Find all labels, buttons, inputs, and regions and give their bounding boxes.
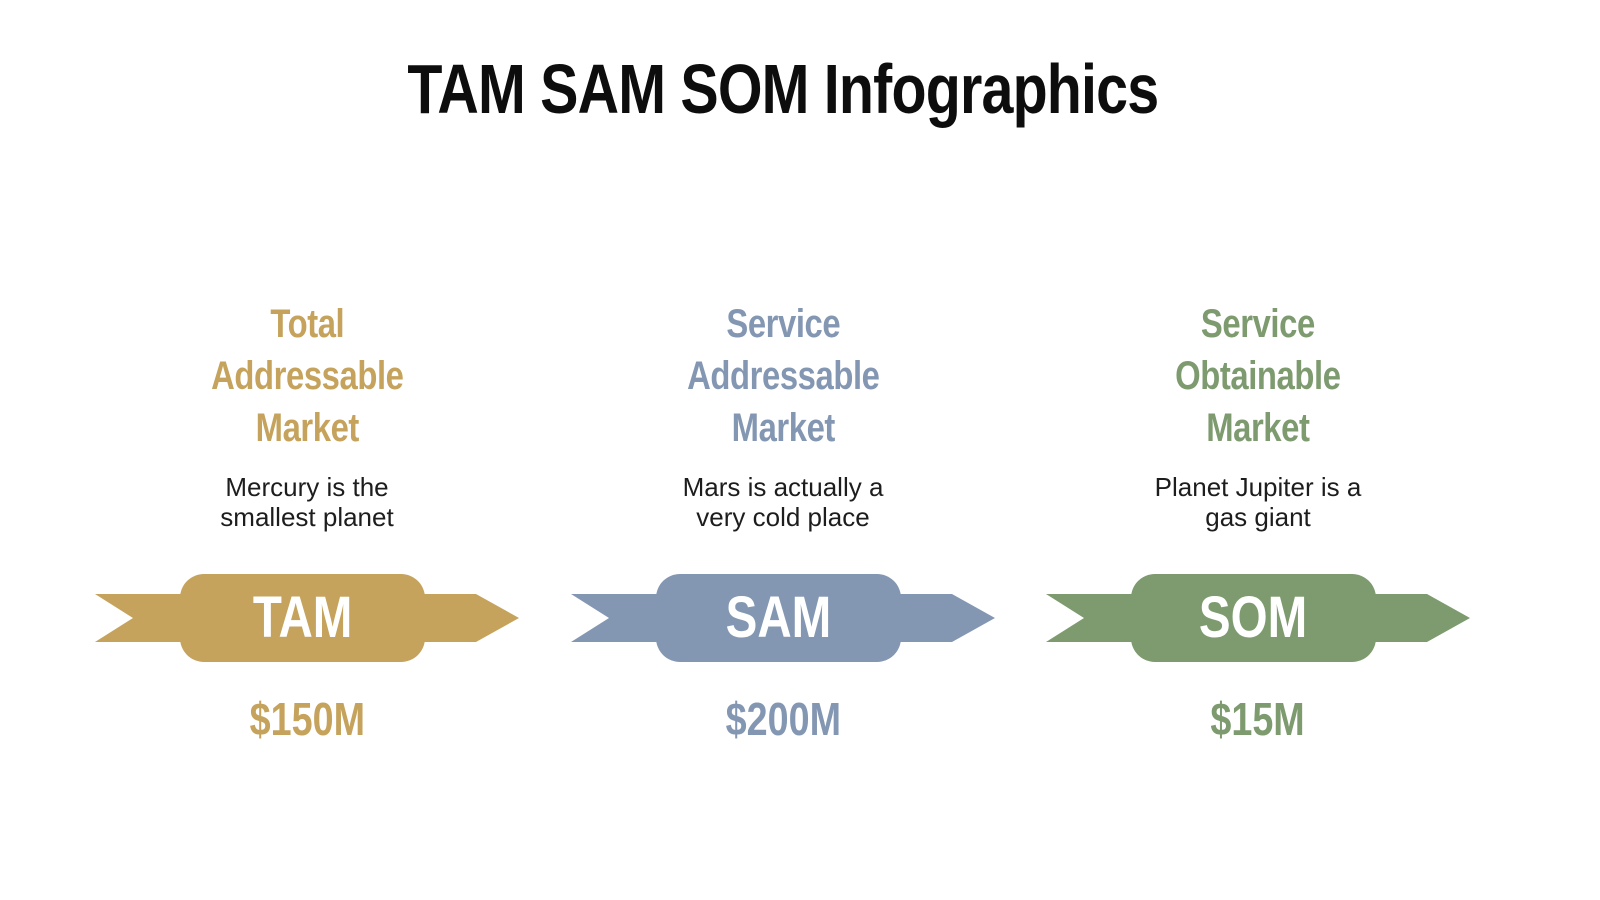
column-heading-text: Service Addressable Market xyxy=(686,302,880,450)
ribbon-body-shape xyxy=(1131,574,1376,662)
ribbon-banner-graphic xyxy=(571,574,995,662)
banner-label-box: SOM xyxy=(1131,574,1376,662)
page-title-text: TAM SAM SOM Infographics xyxy=(407,50,1160,128)
sam-ribbon-banner: SAM xyxy=(571,574,995,662)
banner-label-box: TAM xyxy=(180,574,425,662)
market-value: $150M xyxy=(95,694,519,744)
banner-label-box: SAM xyxy=(656,574,901,662)
column-description: Mercury is the smallest planet xyxy=(220,472,394,532)
market-value-text: $150M xyxy=(249,693,365,745)
column-som: Service Obtainable Market Planet Jupiter… xyxy=(1046,246,1470,744)
column-heading: Service Obtainable Market xyxy=(1046,246,1470,454)
market-value: $15M xyxy=(1046,694,1470,744)
som-ribbon-banner: SOM xyxy=(1046,574,1470,662)
market-value-text: $200M xyxy=(725,693,841,745)
column-heading-text: Service Obtainable Market xyxy=(1175,302,1341,450)
column-sam: Service Addressable Market Mars is actua… xyxy=(571,246,995,744)
ribbon-banner-graphic xyxy=(95,574,519,662)
banner-label: SOM xyxy=(1199,585,1308,650)
ribbon-banner-graphic xyxy=(1046,574,1470,662)
column-description: Mars is actually a very cold place xyxy=(682,472,884,532)
banner-label: TAM xyxy=(252,585,353,650)
column-heading-text: Total Addressable Market xyxy=(210,302,404,450)
banner-label: SAM xyxy=(725,585,832,650)
market-value-text: $15M xyxy=(1210,693,1306,745)
tam-ribbon-banner: TAM xyxy=(95,574,519,662)
market-value: $200M xyxy=(571,694,995,744)
column-heading: Total Addressable Market xyxy=(95,246,519,454)
column-description: Planet Jupiter is a gas giant xyxy=(1154,472,1362,532)
ribbon-body-shape xyxy=(656,574,901,662)
column-tam: Total Addressable Market Mercury is the … xyxy=(95,246,519,744)
column-heading: Service Addressable Market xyxy=(571,246,995,454)
page-title: TAM SAM SOM Infographics xyxy=(0,50,1566,128)
ribbon-body-shape xyxy=(180,574,425,662)
